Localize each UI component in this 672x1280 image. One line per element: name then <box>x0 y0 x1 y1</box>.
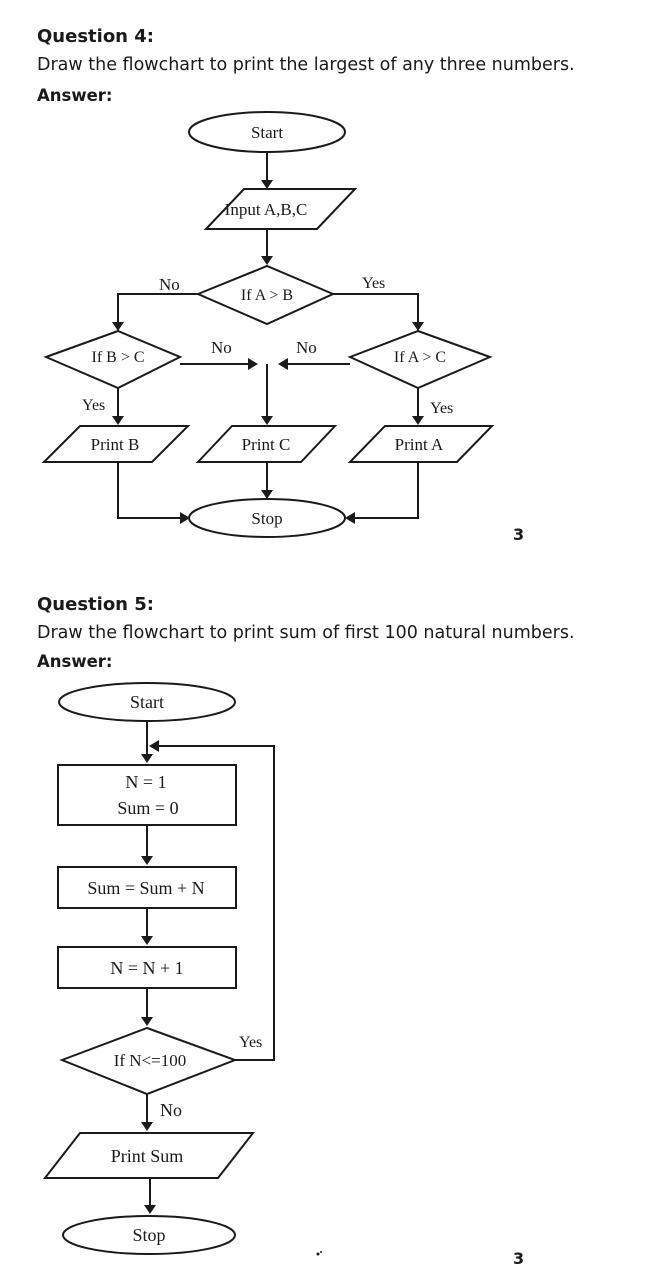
decision-a-gt-b <box>195 264 336 326</box>
question-5-answer-label: Answer: <box>37 652 113 671</box>
question-4-title: Question 4: <box>37 26 154 47</box>
pen-mark <box>316 1251 322 1256</box>
decision-n-le-100-label: If N<=100 <box>114 1051 187 1070</box>
sum-update-process <box>57 866 237 909</box>
arrowhead <box>112 416 124 425</box>
init-process <box>57 764 237 826</box>
print-a-label: Print A <box>395 435 444 454</box>
arrowhead <box>141 1017 153 1026</box>
init-n-label: N = 1 <box>125 772 166 792</box>
pen-dot <box>320 1251 322 1253</box>
arrowhead <box>261 490 273 499</box>
connector-ab-no <box>117 293 198 324</box>
start-terminal-label: Start <box>251 123 283 142</box>
start-terminal-q5-label: Start <box>130 692 164 712</box>
connector-ab-yes <box>333 293 419 324</box>
stop-terminal-q5-label: Stop <box>132 1225 165 1245</box>
arrowhead <box>412 416 424 425</box>
flowchart-sum-of-100: Start N = 1 Sum = 0 Sum = Sum + N N = N … <box>42 682 275 1255</box>
question-5-marks: 3 <box>513 1249 525 1268</box>
connector-print-b-stop <box>117 462 182 519</box>
edge-label-loop-yes: Yes <box>239 1034 262 1051</box>
input-label: Input A,B,C <box>225 200 308 219</box>
question-4-prompt: Draw the flowchart to print the largest … <box>37 55 575 75</box>
arrowhead <box>112 322 124 331</box>
decision-a-gt-c-label: If A > C <box>394 349 446 366</box>
stop-terminal <box>188 498 346 538</box>
question-4-answer-label: Answer: <box>37 86 113 105</box>
print-b-parallelogram <box>41 425 191 463</box>
edge-label-ac-yes: Yes <box>430 400 453 417</box>
print-a-parallelogram <box>347 425 495 463</box>
decision-b-gt-c-label: If B > C <box>91 349 144 366</box>
print-sum-label: Print Sum <box>111 1146 184 1166</box>
arrowhead <box>149 740 159 752</box>
decision-a-gt-c <box>347 329 493 390</box>
arrowhead <box>144 1205 156 1214</box>
decision-a-gt-b-label: If A > B <box>241 287 293 304</box>
connector-loop-back <box>157 745 275 1061</box>
edge-label-bc-no: No <box>211 338 232 357</box>
sum-update-label: Sum = Sum + N <box>87 878 204 898</box>
arrowhead <box>261 256 273 265</box>
stop-terminal-q5 <box>62 1215 236 1255</box>
arrowhead <box>141 754 153 763</box>
arrowhead <box>345 512 355 524</box>
arrowhead <box>412 322 424 331</box>
arrowhead <box>141 936 153 945</box>
edge-label-ab-yes: Yes <box>362 275 385 292</box>
question-5-title: Question 5: <box>37 594 154 615</box>
pen-dot <box>316 1252 320 1256</box>
arrowhead <box>248 358 258 370</box>
decision-b-gt-c <box>43 329 183 390</box>
arrowhead <box>141 856 153 865</box>
arrowhead <box>141 1122 153 1131</box>
print-b-label: Print B <box>91 435 140 454</box>
connector-print-a-stop <box>353 462 419 519</box>
arrowhead <box>278 358 288 370</box>
print-sum-parallelogram <box>42 1132 256 1179</box>
question-4-marks: 3 <box>513 525 525 544</box>
edge-label-bc-yes: Yes <box>82 397 105 414</box>
print-c-parallelogram <box>195 425 338 463</box>
stop-terminal-label: Stop <box>251 509 282 528</box>
edge-label-exit-no: No <box>160 1100 182 1120</box>
n-update-process <box>57 946 237 989</box>
start-terminal-q5 <box>58 682 236 722</box>
init-sum-label: Sum = 0 <box>117 798 178 818</box>
decision-n-le-100 <box>59 1026 238 1096</box>
n-update-label: N = N + 1 <box>110 958 183 978</box>
edge-label-ac-no: No <box>296 338 317 357</box>
edge-label-ab-no: No <box>159 275 180 294</box>
input-parallelogram <box>203 188 358 230</box>
arrowhead <box>180 512 190 524</box>
question-5-prompt: Draw the flowchart to print sum of first… <box>37 623 575 643</box>
start-terminal <box>188 111 346 153</box>
arrowhead <box>261 416 273 425</box>
print-c-label: Print C <box>242 435 291 454</box>
flowchart-largest-of-three: Start Input A,B,C If A > B If B > C If A… <box>41 111 495 538</box>
arrowhead <box>261 180 273 189</box>
